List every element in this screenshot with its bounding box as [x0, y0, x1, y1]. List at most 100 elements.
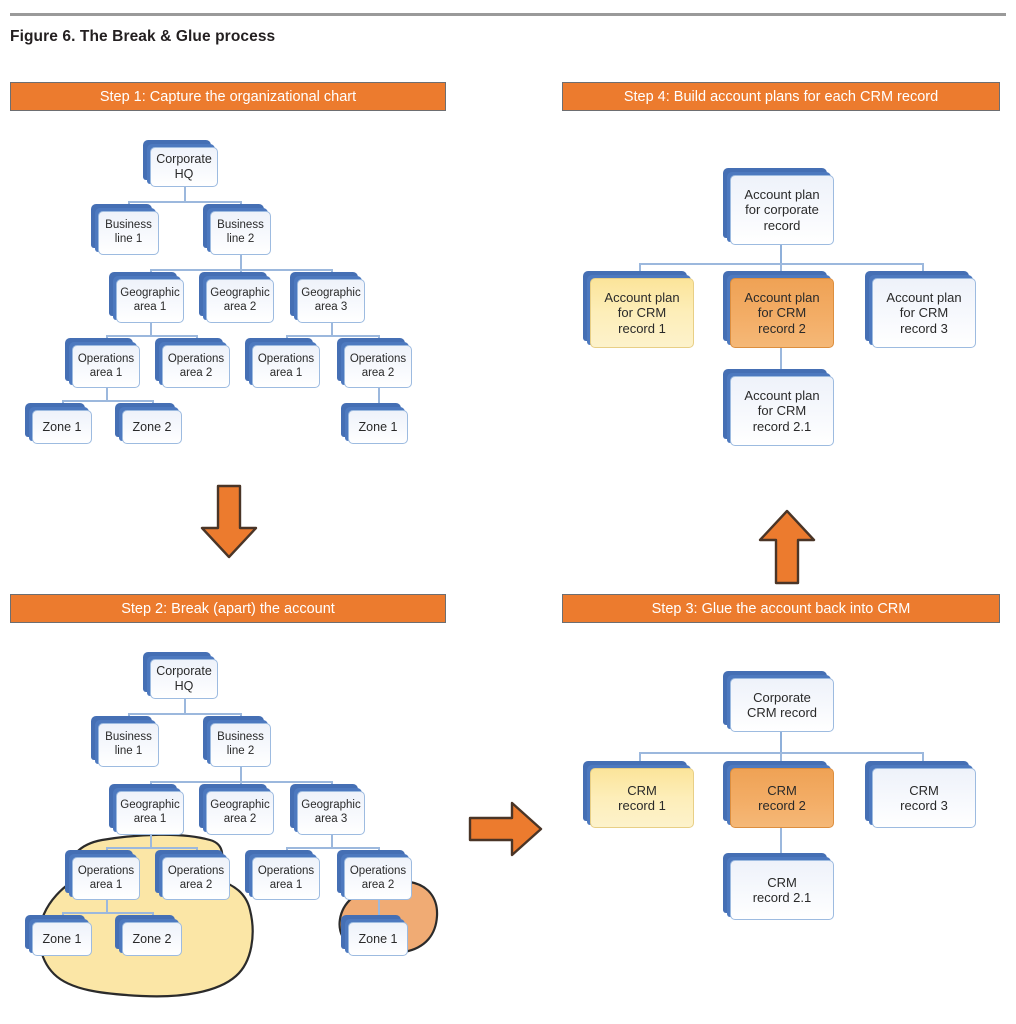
down-arrow-step1-to-step2 — [198, 484, 260, 560]
node-zone-1a[interactable]: Zone 1 — [25, 403, 92, 444]
node-label: Zone 2 — [122, 922, 182, 956]
node-label: Zone 2 — [122, 410, 182, 444]
connector — [331, 835, 333, 847]
connector — [106, 847, 196, 849]
node-label: Zone 1 — [348, 410, 408, 444]
connector — [150, 835, 152, 847]
connector — [639, 263, 641, 278]
connector — [240, 767, 242, 781]
connector — [780, 245, 782, 265]
connector — [150, 323, 152, 335]
connector — [62, 912, 152, 914]
node-zone-1b[interactable]: Zone 1 — [341, 915, 408, 956]
step-3-label: Step 3: Glue the account back into CRM — [651, 600, 911, 617]
connector — [331, 323, 333, 335]
node-label: Zone 1 — [348, 922, 408, 956]
step-2-header-bar: Step 2: Break (apart) the account — [10, 594, 446, 623]
connector — [922, 263, 924, 278]
connector — [106, 335, 196, 337]
connector — [922, 752, 924, 768]
connector — [240, 255, 242, 269]
right-arrow-step2-to-step3 — [468, 800, 544, 860]
connector — [780, 828, 782, 860]
step-4-header-bar: Step 4: Build account plans for each CRM… — [562, 82, 1000, 111]
node-zone-2a[interactable]: Zone 2 — [115, 403, 182, 444]
connector — [106, 388, 108, 400]
connector — [780, 263, 782, 278]
connector — [378, 900, 380, 922]
connector — [780, 348, 782, 376]
node-zone-1a[interactable]: Zone 1 — [25, 915, 92, 956]
connector — [639, 752, 641, 768]
node-zone-2a[interactable]: Zone 2 — [115, 915, 182, 956]
node-zone-1b[interactable]: Zone 1 — [341, 403, 408, 444]
connector — [128, 713, 241, 715]
connector — [780, 752, 782, 768]
connector — [378, 388, 380, 410]
step-1-header-bar: Step 1: Capture the organizational chart — [10, 82, 446, 111]
figure-title: Figure 6. The Break & Glue process — [10, 28, 276, 45]
connector — [106, 900, 108, 912]
connector — [780, 732, 782, 754]
step-1-label: Step 1: Capture the organizational chart — [99, 88, 357, 105]
